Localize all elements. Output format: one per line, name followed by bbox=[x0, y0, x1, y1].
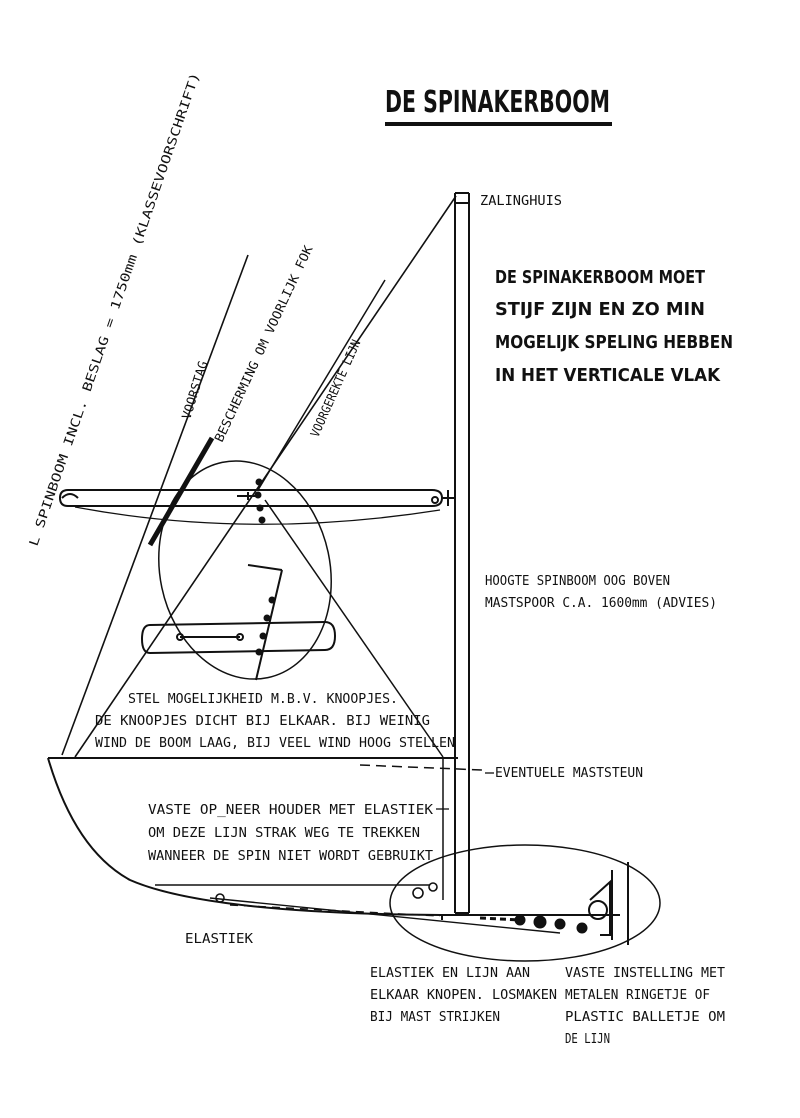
elastic-line bbox=[209, 897, 561, 934]
main-note: DE SPINAKERBOOM MOET STIJF ZIJN EN ZO MI… bbox=[495, 267, 733, 386]
maststeun-line bbox=[359, 764, 483, 771]
instelling-note: VASTE INSTELLING MET METALEN RINGETJE OF… bbox=[565, 966, 725, 1047]
svg-text:HOOGTE SPINBOOM OOG BOVEN: HOOGTE SPINBOOM OOG BOVEN bbox=[485, 574, 670, 589]
prestretched-line bbox=[257, 279, 386, 491]
svg-text:MASTSPOOR C.A. 1600mm (ADVIES): MASTSPOOR C.A. 1600mm (ADVIES) bbox=[485, 596, 717, 611]
bescherming-label: BESCHERMING OM VOORLIJK FOK bbox=[211, 243, 316, 445]
svg-text:VASTE INSTELLING MET: VASTE INSTELLING MET bbox=[565, 966, 725, 981]
spinnaker-boom bbox=[58, 489, 455, 507]
voorstag-label: VOORSTAG bbox=[179, 359, 211, 421]
spinboom-length-label: L SPINBOOM INCL. BESLAG = 1750mm (KLASSE… bbox=[26, 70, 203, 548]
svg-text:DE LIJN: DE LIJN bbox=[565, 1032, 610, 1047]
luff-protection bbox=[147, 436, 215, 547]
svg-text:METALEN RINGETJE OF: METALEN RINGETJE OF bbox=[565, 988, 710, 1003]
svg-text:BIJ MAST STRIJKEN: BIJ MAST STRIJKEN bbox=[370, 1010, 500, 1025]
hoogte-note: HOOGTE SPINBOOM OOG BOVEN MASTSPOOR C.A.… bbox=[485, 574, 717, 611]
svg-text:IN HET VERTICALE VLAK: IN HET VERTICALE VLAK bbox=[495, 365, 721, 386]
knot-markers-detail bbox=[255, 596, 276, 656]
maststeun-label: EVENTUELE MASTSTEUN bbox=[495, 766, 643, 781]
svg-text:OM DEZE LIJN STRAK WEG TE TREK: OM DEZE LIJN STRAK WEG TE TREKKEN bbox=[148, 826, 420, 841]
base-fittings bbox=[215, 862, 629, 945]
svg-text:VASTE OP_NEER HOUDER MET ELAST: VASTE OP_NEER HOUDER MET ELASTIEK bbox=[148, 803, 433, 818]
voorgerekte-lijn-label: VOORGEREKTE LIJN bbox=[307, 337, 363, 439]
svg-text:MOGELIJK SPELING HEBBEN: MOGELIJK SPELING HEBBEN bbox=[495, 332, 733, 353]
svg-text:STIJF ZIJN EN ZO MIN: STIJF ZIJN EN ZO MIN bbox=[495, 299, 705, 320]
svg-text:STEL MOGELIJKHEID M.B.V. KNOOP: STEL MOGELIJKHEID M.B.V. KNOOPJES. bbox=[128, 692, 398, 707]
control-line bbox=[264, 499, 444, 758]
svg-text:ELASTIEK EN LIJN AAN: ELASTIEK EN LIJN AAN bbox=[370, 966, 530, 981]
leader-lines bbox=[436, 772, 494, 810]
mast bbox=[454, 192, 470, 914]
svg-text:ELKAAR KNOPEN. LOSMAKEN: ELKAAR KNOPEN. LOSMAKEN bbox=[370, 988, 557, 1003]
svg-text:WIND DE BOOM LAAG, BIJ VEEL WI: WIND DE BOOM LAAG, BIJ VEEL WIND HOOG ST… bbox=[95, 736, 455, 751]
svg-text:DE KNOOPJES DICHT BIJ ELKAAR.: DE KNOOPJES DICHT BIJ ELKAAR. BIJ WEINIG bbox=[95, 714, 430, 729]
detail-ellipse-base bbox=[389, 844, 661, 962]
svg-text:DE SPINAKERBOOM MOET: DE SPINAKERBOOM MOET bbox=[495, 267, 706, 288]
knot-markers-top bbox=[254, 478, 266, 524]
knopen-note: ELASTIEK EN LIJN AAN ELKAAR KNOPEN. LOSM… bbox=[370, 966, 557, 1025]
spinnaker-edge bbox=[74, 506, 441, 525]
elastic-dashed-line bbox=[229, 904, 441, 917]
stel-note: STEL MOGELIJKHEID M.B.V. KNOOPJES. DE KN… bbox=[95, 692, 455, 751]
detail-ellipse-boom bbox=[158, 460, 332, 680]
svg-text:WANNEER DE SPIN NIET WORDT GEB: WANNEER DE SPIN NIET WORDT GEBRUIKT bbox=[148, 849, 433, 864]
houder-note: VASTE OP_NEER HOUDER MET ELASTIEK OM DEZ… bbox=[148, 803, 433, 864]
page-title: DE SPINAKERBOOM bbox=[385, 85, 610, 120]
boom-detail bbox=[140, 564, 337, 681]
svg-text:PLASTIC BALLETJE OM: PLASTIC BALLETJE OM bbox=[565, 1010, 725, 1025]
zalinghuis-label: ZALINGHUIS bbox=[480, 194, 562, 209]
elastiek-label: ELASTIEK bbox=[185, 932, 253, 947]
